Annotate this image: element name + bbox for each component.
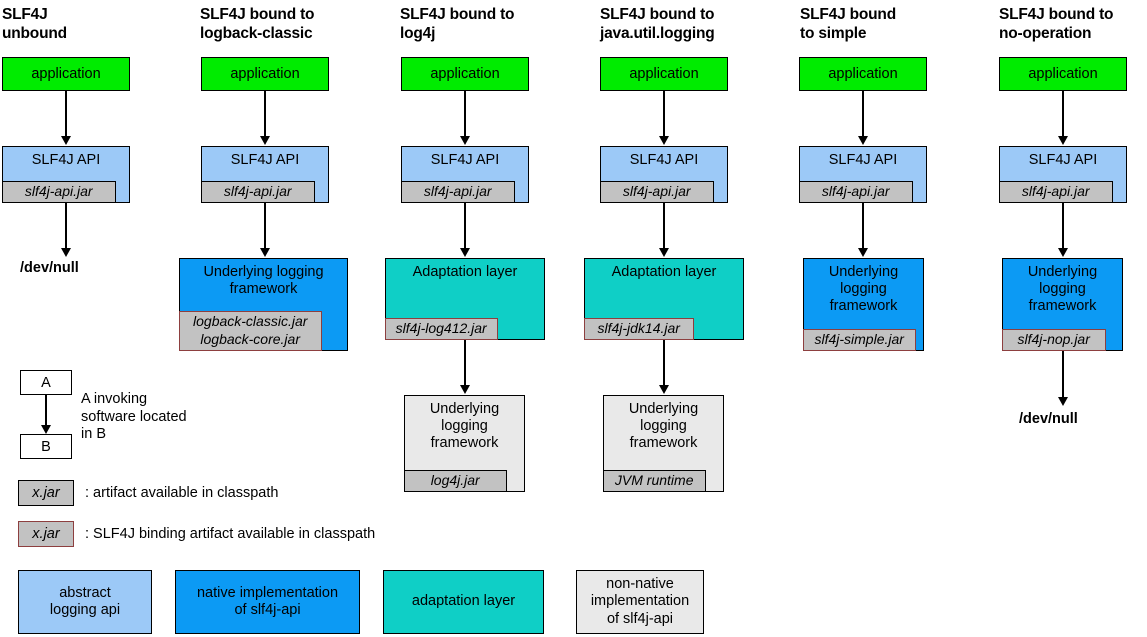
jar-tag-log4j: log4j.jar: [403, 469, 507, 493]
column-jul-api-box: SLF4J API slf4j-api.jar: [599, 146, 728, 204]
column-title-jul: SLF4J bound to java.util.logging: [600, 6, 715, 42]
box-label: Underlying logging framework: [429, 401, 500, 451]
column-nop-application-box: application: [999, 57, 1127, 91]
column-jul-impl-box: Underlying logging framework JVM runtime: [602, 395, 724, 493]
jar-tag-slf4j-jdk14: slf4j-jdk14.jar: [583, 317, 694, 341]
box-label: Underlying logging framework: [628, 401, 699, 451]
jar-tag-slf4j-api: slf4j-api.jar: [798, 180, 913, 204]
jar-tag-slf4j-nop: slf4j-nop.jar: [1001, 328, 1106, 352]
legend-binding-artifact-tag-label: x.jar: [32, 526, 60, 542]
column-title-simple: SLF4J bound to simple: [800, 6, 896, 42]
box-label: Adaptation layer: [611, 264, 717, 280]
legend-swatch-abstract-logging-api: abstract logging api: [18, 570, 152, 634]
box-label: application: [629, 65, 699, 82]
column-simple-application-box: application: [799, 57, 927, 91]
column-jul-application-box: application: [600, 57, 728, 91]
legend-swatch-non-native-implementation: non-native implementation of slf4j-api: [576, 570, 704, 634]
legend-swatch-label: non-native implementation of slf4j-api: [590, 575, 690, 627]
legend-swatch-label: abstract logging api: [49, 584, 121, 619]
box-label: SLF4J API: [430, 152, 500, 168]
box-label: Underlying logging framework: [1027, 264, 1098, 314]
column-title-nop: SLF4J bound to no-operation: [999, 6, 1114, 42]
jar-tag-slf4j-api: slf4j-api.jar: [998, 180, 1113, 204]
box-label: application: [430, 65, 500, 82]
legend-invocation-description: A invoking software located in B: [81, 391, 187, 442]
column-logback-application-box: application: [201, 57, 329, 91]
box-label: application: [1028, 65, 1098, 82]
jar-tag-jvm-runtime: JVM runtime: [602, 469, 706, 493]
column-nop-devnull-label: /dev/null: [1019, 411, 1078, 427]
box-label: application: [31, 65, 101, 82]
legend-swatch-label: native implementation of slf4j-api: [196, 584, 339, 619]
column-nop-api-box: SLF4J API slf4j-api.jar: [998, 146, 1127, 204]
jar-tag-slf4j-log412: slf4j-log412.jar: [384, 317, 498, 341]
column-log4j-api-box: SLF4J API slf4j-api.jar: [400, 146, 529, 204]
legend-node-b-label: B: [41, 438, 51, 455]
column-logback-impl-box: Underlying logging framework logback-cla…: [178, 258, 348, 352]
legend-artifact-description: : artifact available in classpath: [85, 485, 279, 501]
box-label: Underlying logging framework: [828, 264, 899, 314]
column-nop-impl-box: Underlying logging framework slf4j-nop.j…: [1001, 258, 1123, 352]
box-label: application: [230, 65, 300, 82]
legend-binding-artifact-description: : SLF4J binding artifact available in cl…: [85, 526, 376, 542]
box-label: Adaptation layer: [412, 264, 518, 280]
legend-node-b: B: [20, 434, 72, 459]
legend-artifact-tag-label: x.jar: [32, 485, 60, 501]
legend-swatch-native-implementation: native implementation of slf4j-api: [175, 570, 360, 634]
column-log4j-application-box: application: [401, 57, 529, 91]
column-unbound-application-box: application: [2, 57, 130, 91]
column-title-unbound: SLF4J unbound: [2, 6, 67, 42]
jar-tag-slf4j-api: slf4j-api.jar: [200, 180, 315, 204]
jar-tag-slf4j-api: slf4j-api.jar: [1, 180, 116, 204]
box-label: SLF4J API: [828, 152, 898, 168]
box-label: SLF4J API: [230, 152, 300, 168]
column-simple-api-box: SLF4J API slf4j-api.jar: [798, 146, 927, 204]
legend-swatch-label: adaptation layer: [411, 593, 516, 610]
legend-artifact-tag: x.jar: [18, 480, 74, 506]
box-label: application: [828, 65, 898, 82]
column-log4j-adaptation-box: Adaptation layer slf4j-log412.jar: [384, 258, 545, 341]
box-label: SLF4J API: [629, 152, 699, 168]
column-title-log4j: SLF4J bound to log4j: [400, 6, 515, 42]
legend-binding-artifact-tag: x.jar: [18, 521, 74, 547]
jar-tag-logback: logback-classic.jar logback-core.jar: [178, 311, 322, 352]
box-label: SLF4J API: [1028, 152, 1098, 168]
jar-tag-slf4j-api: slf4j-api.jar: [599, 180, 714, 204]
box-label: Underlying logging framework: [203, 264, 324, 297]
column-jul-adaptation-box: Adaptation layer slf4j-jdk14.jar: [583, 258, 744, 341]
box-label: SLF4J API: [31, 152, 101, 168]
jar-tag-slf4j-simple: slf4j-simple.jar: [802, 328, 916, 352]
column-simple-impl-box: Underlying logging framework slf4j-simpl…: [802, 258, 924, 352]
column-logback-api-box: SLF4J API slf4j-api.jar: [200, 146, 329, 204]
column-unbound-devnull-label: /dev/null: [20, 260, 79, 276]
jar-tag-slf4j-api: slf4j-api.jar: [400, 180, 515, 204]
legend-swatch-adaptation-layer: adaptation layer: [383, 570, 544, 634]
legend-node-a: A: [20, 370, 72, 395]
legend-node-a-label: A: [41, 374, 51, 391]
column-unbound-api-box: SLF4J API slf4j-api.jar: [1, 146, 130, 204]
column-title-logback: SLF4J bound to logback-classic: [200, 6, 315, 42]
column-log4j-impl-box: Underlying logging framework log4j.jar: [403, 395, 525, 493]
